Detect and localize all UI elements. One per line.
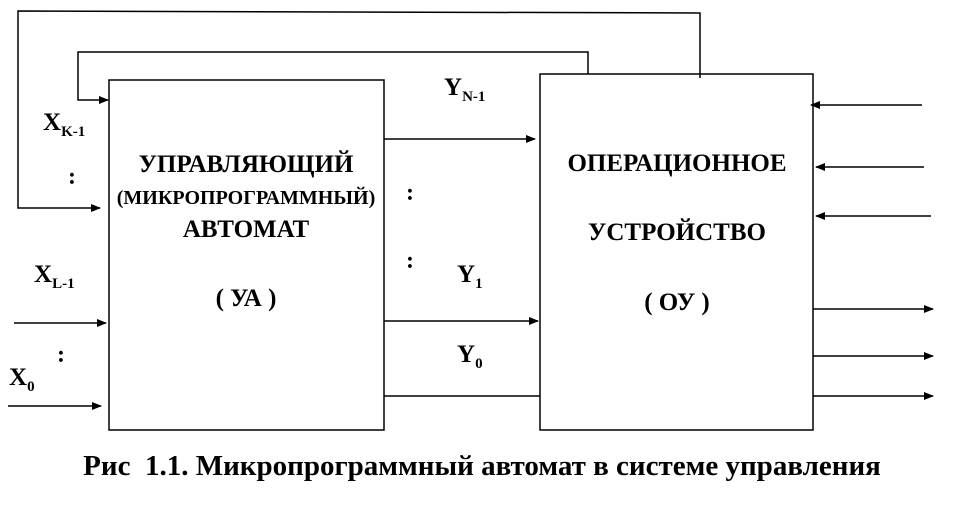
- operational-unit-block: [539, 73, 814, 431]
- input-ellipsis-upper: :: [68, 164, 76, 190]
- operational-unit-title-line2: УСТРОЙСТВО: [588, 218, 766, 246]
- control-unit-abbr: ( УА ): [216, 285, 277, 312]
- output-ellipsis-lower: :: [406, 248, 414, 274]
- feedback-line-outer: [17, 10, 701, 212]
- label-y-n1: YN-1: [444, 74, 485, 105]
- label-x-l1: XL-1: [34, 261, 75, 292]
- input-ellipsis-lower: :: [57, 342, 65, 368]
- control-unit-title-line2: (МИКРОПРОГРАММНЫЙ): [117, 186, 375, 209]
- label-x-0: X0: [9, 364, 35, 395]
- label-x-k1: XK-1: [43, 109, 85, 140]
- operational-unit-abbr: ( ОУ ): [644, 289, 710, 316]
- figure-caption: Рис 1.1. Микропрограммный автомат в сист…: [83, 450, 881, 482]
- label-y-1: Y1: [457, 261, 483, 292]
- feedback-line-inner: [77, 51, 589, 104]
- output-ellipsis-upper: :: [406, 180, 414, 206]
- control-unit-title-line3: АВТОМАТ: [183, 216, 310, 243]
- control-unit-title-line1: УПРАВЛЯЮЩИЙ: [139, 150, 354, 178]
- control-unit-block: [108, 79, 385, 431]
- operational-unit-title-line1: ОПЕРАЦИОННОЕ: [567, 150, 786, 177]
- label-y-0: Y0: [457, 341, 483, 372]
